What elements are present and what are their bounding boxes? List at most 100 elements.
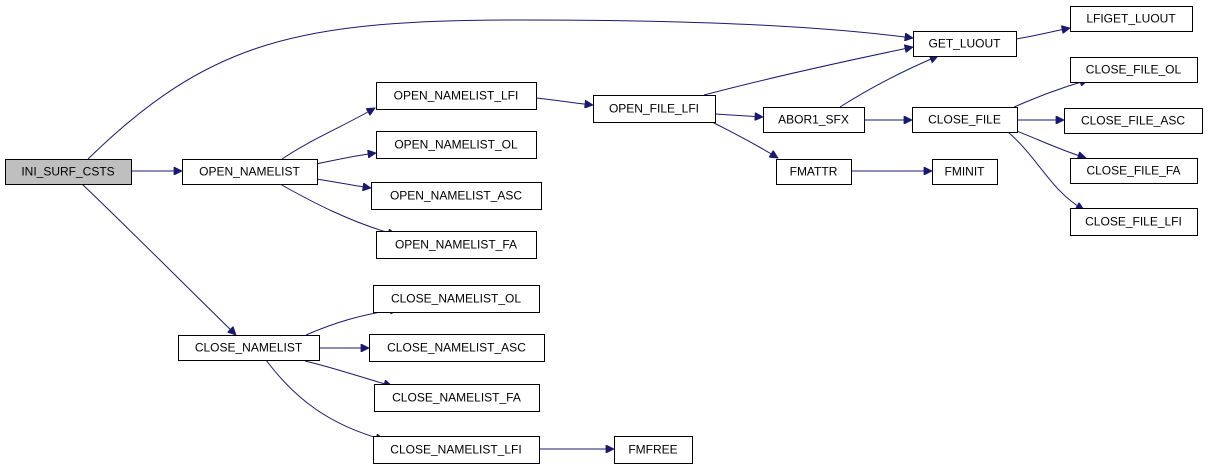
edge-arrow (279, 183, 396, 235)
node-label: CLOSE_FILE_LFI (1085, 215, 1182, 229)
edge-open-namelist-lfi-to-open-file-lfi (535, 97, 593, 105)
node-close-namelist-ol[interactable]: CLOSE_NAMELIST_OL (373, 285, 540, 313)
node-label: OPEN_NAMELIST (199, 165, 300, 179)
node-box[interactable] (913, 31, 1017, 57)
edge-arrow (1013, 80, 1088, 108)
node-close-file-lfi[interactable]: CLOSE_FILE_LFI (1070, 208, 1198, 236)
node-open-namelist-lfi[interactable]: OPEN_NAMELIST_LFI (376, 82, 537, 110)
node-box[interactable] (912, 107, 1018, 133)
node-box[interactable] (369, 334, 545, 362)
edges-layer (81, 19, 1088, 449)
node-box[interactable] (1070, 57, 1198, 83)
node-box[interactable] (376, 231, 537, 259)
edge-arrow (711, 121, 778, 158)
edge-open-file-lfi-to-abor1-sfx (714, 114, 763, 117)
edge-open-namelist-to-open-namelist-lfi (281, 108, 375, 160)
node-box[interactable] (614, 436, 693, 464)
edge-close-file-to-close-file-fa (1013, 129, 1086, 158)
node-box[interactable] (776, 159, 852, 185)
edge-open-namelist-to-open-namelist-fa (279, 183, 396, 235)
node-label: FMATTR (790, 165, 838, 179)
node-box[interactable] (1070, 208, 1198, 236)
node-open-namelist-asc[interactable]: OPEN_NAMELIST_ASC (371, 182, 542, 210)
node-box[interactable] (182, 159, 318, 185)
node-label: INI_SURF_CSTS (21, 165, 114, 179)
node-box[interactable] (376, 82, 537, 110)
edge-arrow (1007, 131, 1084, 210)
node-label: OPEN_FILE_LFI (609, 102, 699, 116)
edge-arrow (703, 47, 913, 96)
edge-close-file-to-close-file-ol (1013, 80, 1088, 108)
node-box[interactable] (593, 95, 716, 123)
node-label: LFIGET_LUOUT (1086, 12, 1176, 26)
node-open-namelist-ol[interactable]: OPEN_NAMELIST_OL (376, 131, 537, 159)
edge-ini-surf-csts-to-close-namelist (81, 183, 236, 335)
edge-arrow (714, 114, 763, 117)
node-label: CLOSE_FILE (928, 113, 1001, 127)
edge-open-file-lfi-to-fmattr (711, 121, 778, 158)
edge-arrow (315, 153, 376, 165)
node-close-file[interactable]: CLOSE_FILE (912, 107, 1018, 133)
node-box[interactable] (178, 335, 320, 361)
node-label: CLOSE_FILE_OL (1086, 63, 1182, 77)
node-close-file-fa[interactable]: CLOSE_FILE_FA (1070, 158, 1198, 184)
node-label: CLOSE_FILE_ASC (1081, 114, 1185, 128)
node-open-namelist[interactable]: OPEN_NAMELIST (182, 159, 318, 185)
edge-arrow (1015, 28, 1070, 40)
nodes-layer: INI_SURF_CSTS OPEN_NAMELIST CLOSE_NAMELIST… (5, 6, 1203, 464)
edge-arrow (265, 359, 384, 440)
node-box[interactable] (1070, 158, 1198, 184)
node-close-namelist[interactable]: CLOSE_NAMELIST (178, 335, 320, 361)
node-fmfree[interactable]: FMFREE (614, 436, 693, 464)
node-fmattr[interactable]: FMATTR (776, 159, 852, 185)
node-box[interactable] (5, 159, 132, 185)
node-label: OPEN_NAMELIST_FA (395, 238, 517, 252)
edge-open-namelist-to-open-namelist-asc (315, 178, 371, 188)
node-box[interactable] (1070, 6, 1193, 32)
node-close-file-ol[interactable]: CLOSE_FILE_OL (1070, 57, 1198, 83)
node-box[interactable] (371, 182, 542, 210)
node-label: CLOSE_NAMELIST (195, 341, 303, 355)
edge-arrow (304, 360, 392, 386)
edge-close-file-to-close-file-lfi (1007, 131, 1084, 210)
node-box[interactable] (932, 159, 998, 185)
node-fminit[interactable]: FMINIT (932, 159, 998, 185)
node-open-file-lfi[interactable]: OPEN_FILE_LFI (593, 95, 716, 123)
edge-arrow (1013, 129, 1086, 158)
node-label: OPEN_NAMELIST_LFI (394, 89, 519, 103)
node-box[interactable] (376, 131, 537, 159)
node-lfiget-luout[interactable]: LFIGET_LUOUT (1070, 6, 1193, 32)
edge-arrow (535, 97, 593, 105)
node-get-luout[interactable]: GET_LUOUT (913, 31, 1017, 57)
node-label: OPEN_NAMELIST_ASC (390, 189, 522, 203)
edge-arrow (315, 178, 371, 188)
edge-abor1-sfx-to-get-luout (839, 56, 938, 108)
node-label: ABOR1_SFX (778, 113, 849, 127)
node-box[interactable] (763, 107, 865, 133)
node-label: FMFREE (628, 443, 677, 457)
node-ini-surf-csts[interactable]: INI_SURF_CSTS (5, 159, 132, 185)
node-label: CLOSE_NAMELIST_OL (391, 292, 521, 306)
node-box[interactable] (373, 285, 540, 313)
node-label: CLOSE_NAMELIST_ASC (387, 341, 526, 355)
edge-arrow (839, 56, 938, 108)
node-close-namelist-lfi[interactable]: CLOSE_NAMELIST_LFI (373, 436, 540, 464)
edge-close-namelist-to-close-namelist-fa (304, 360, 392, 386)
node-label: CLOSE_NAMELIST_FA (392, 391, 521, 405)
edge-ini-surf-csts-to-get-luout (87, 19, 913, 160)
edge-arrow (81, 183, 236, 335)
node-box[interactable] (374, 384, 540, 412)
edge-arrow (281, 108, 375, 160)
node-close-namelist-asc[interactable]: CLOSE_NAMELIST_ASC (369, 334, 545, 362)
node-box[interactable] (1064, 108, 1203, 134)
node-abor1-sfx[interactable]: ABOR1_SFX (763, 107, 865, 133)
node-box[interactable] (373, 436, 540, 464)
node-label: FMINIT (945, 165, 986, 179)
edge-close-namelist-to-close-namelist-lfi (265, 359, 384, 440)
edge-arrow (87, 19, 913, 160)
node-open-namelist-fa[interactable]: OPEN_NAMELIST_FA (376, 231, 537, 259)
node-close-file-asc[interactable]: CLOSE_FILE_ASC (1064, 108, 1203, 134)
node-close-namelist-fa[interactable]: CLOSE_NAMELIST_FA (374, 384, 540, 412)
node-label: CLOSE_NAMELIST_LFI (390, 443, 521, 457)
